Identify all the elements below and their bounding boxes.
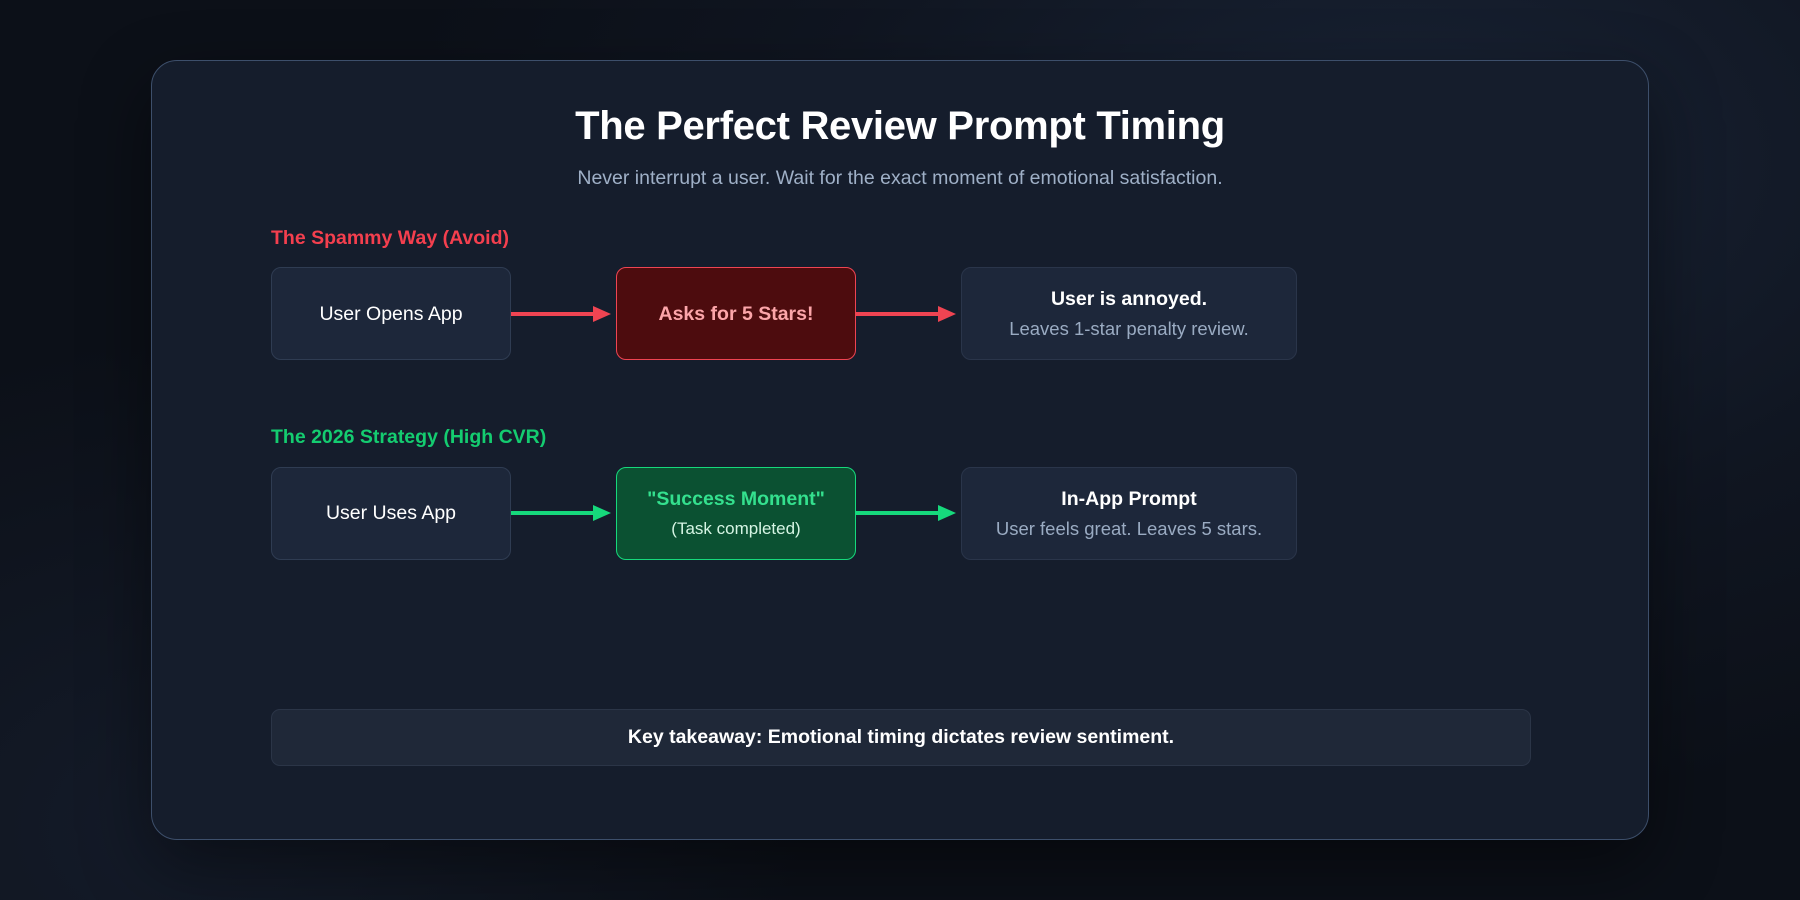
node-spammy-result[interactable]: User is annoyed. Leaves 1-star penalty r… bbox=[961, 267, 1297, 361]
node-spammy-start-title: User Opens App bbox=[319, 302, 463, 325]
infographic-card: The Perfect Review Prompt Timing Never i… bbox=[151, 60, 1649, 840]
section-label-strategy: The 2026 Strategy (High CVR) bbox=[271, 426, 547, 449]
arrow-strategy-2 bbox=[856, 467, 961, 560]
page-title: The Perfect Review Prompt Timing bbox=[575, 104, 1225, 148]
node-spammy-result-sub: Leaves 1-star penalty review. bbox=[1009, 318, 1249, 340]
node-spammy-start[interactable]: User Opens App bbox=[271, 267, 511, 361]
node-strategy-start[interactable]: User Uses App bbox=[271, 466, 511, 560]
node-spammy-result-title: User is annoyed. bbox=[1050, 288, 1208, 311]
section-spammy: The Spammy Way (Avoid) User Opens App As… bbox=[271, 227, 1531, 361]
node-strategy-result-title: In-App Prompt bbox=[1061, 487, 1197, 510]
key-takeaway-bar: Key takeaway: Emotional timing dictates … bbox=[271, 709, 1531, 766]
node-strategy-result-sub: User feels great. Leaves 5 stars. bbox=[995, 517, 1263, 539]
node-spammy-middle[interactable]: Asks for 5 Stars! bbox=[616, 267, 856, 361]
page-subtitle: Never interrupt a user. Wait for the exa… bbox=[577, 167, 1223, 190]
flow-row-spammy: User Opens App Asks for 5 Stars! bbox=[271, 267, 1531, 361]
node-strategy-middle-title: "Success Moment" bbox=[647, 487, 825, 510]
card-header: The Perfect Review Prompt Timing Never i… bbox=[152, 61, 1648, 192]
node-strategy-start-title: User Uses App bbox=[325, 502, 457, 525]
section-strategy: The 2026 Strategy (High CVR) User Uses A… bbox=[271, 426, 1531, 560]
arrow-strategy-1 bbox=[511, 467, 616, 560]
node-strategy-middle[interactable]: "Success Moment" (Task completed) bbox=[616, 466, 856, 560]
flow-row-strategy: User Uses App "Success Moment" (Task com… bbox=[271, 466, 1531, 560]
section-label-spammy: The Spammy Way (Avoid) bbox=[271, 227, 510, 249]
flow-sections: The Spammy Way (Avoid) User Opens App As… bbox=[271, 227, 1531, 560]
arrow-spammy-1 bbox=[511, 267, 616, 360]
key-takeaway-text: Key takeaway: Emotional timing dictates … bbox=[627, 725, 1175, 748]
node-strategy-result[interactable]: In-App Prompt User feels great. Leaves 5… bbox=[961, 466, 1297, 560]
node-strategy-middle-sub: (Task completed) bbox=[671, 519, 801, 539]
node-spammy-middle-title: Asks for 5 Stars! bbox=[658, 302, 814, 325]
arrow-spammy-2 bbox=[856, 267, 961, 360]
